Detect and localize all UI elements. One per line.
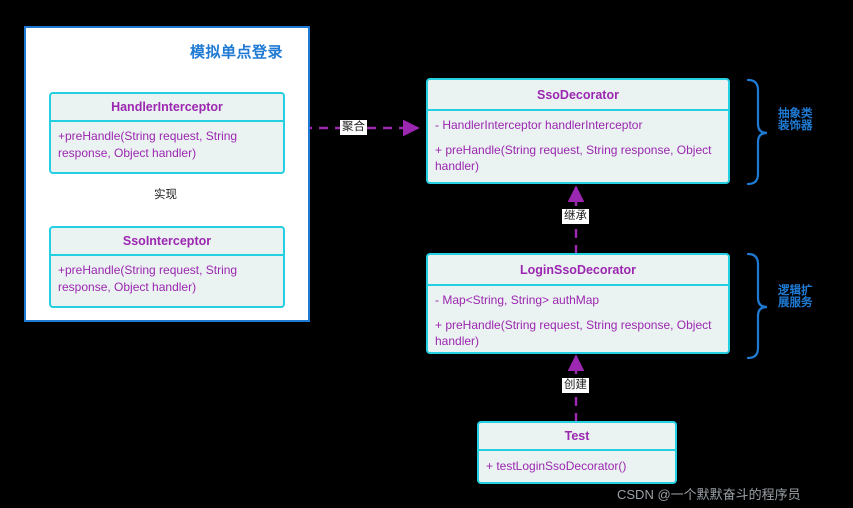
brace-extension (746, 252, 768, 360)
edge-label-inheritance: 继承 (562, 209, 589, 224)
edge-label-creation: 创建 (562, 378, 589, 393)
class-member: - Map<String, String> authMap (435, 293, 600, 307)
annotation-extension: 逻辑扩 展服务 (778, 285, 813, 309)
annotation-extension-line2: 展服务 (778, 297, 813, 310)
class-members-login-sso-decorator: - Map<String, String> authMap + preHandl… (428, 286, 728, 352)
class-member: + preHandle(String request, String respo… (435, 317, 712, 349)
class-box-test[interactable]: Test + testLoginSsoDecorator() (477, 421, 677, 484)
class-name-sso-interceptor: SsoInterceptor (51, 228, 283, 256)
class-member: + preHandle(String request, String respo… (435, 142, 712, 174)
brace-decorator (746, 78, 768, 186)
annotation-decorator-line1: 抽象类 (778, 108, 813, 120)
class-members-handler-interceptor: +preHandle(String request, String respon… (51, 122, 283, 166)
class-name-sso-decorator: SsoDecorator (428, 80, 728, 111)
class-members-sso-interceptor: +preHandle(String request, String respon… (51, 256, 283, 300)
class-box-sso-interceptor[interactable]: SsoInterceptor +preHandle(String request… (49, 226, 285, 308)
class-member: - HandlerInterceptor handlerInterceptor (435, 118, 643, 132)
edge-label-aggregation: 聚合 (340, 120, 367, 135)
class-name-login-sso-decorator: LoginSsoDecorator (428, 255, 728, 286)
class-box-handler-interceptor[interactable]: HandlerInterceptor +preHandle(String req… (49, 92, 285, 174)
class-members-sso-decorator: - HandlerInterceptor handlerInterceptor … (428, 111, 728, 180)
class-box-sso-decorator[interactable]: SsoDecorator - HandlerInterceptor handle… (426, 78, 730, 184)
class-member: +preHandle(String request, String respon… (58, 129, 238, 160)
class-box-login-sso-decorator[interactable]: LoginSsoDecorator - Map<String, String> … (426, 253, 730, 354)
class-name-handler-interceptor: HandlerInterceptor (51, 94, 283, 122)
annotation-decorator-line2: 装饰器 (778, 120, 813, 133)
watermark-text: CSDN @一个默默奋斗的程序员 (617, 487, 801, 502)
annotation-extension-line1: 逻辑扩 (778, 285, 813, 297)
edge-label-realization: 实现 (152, 188, 179, 203)
group-panel-title: 模拟单点登录 (190, 44, 284, 61)
class-member: + testLoginSsoDecorator() (486, 459, 627, 473)
class-member: +preHandle(String request, String respon… (58, 263, 238, 294)
class-members-test: + testLoginSsoDecorator() (479, 451, 675, 480)
annotation-decorator: 抽象类 装饰器 (778, 108, 813, 132)
class-name-test: Test (479, 423, 675, 451)
